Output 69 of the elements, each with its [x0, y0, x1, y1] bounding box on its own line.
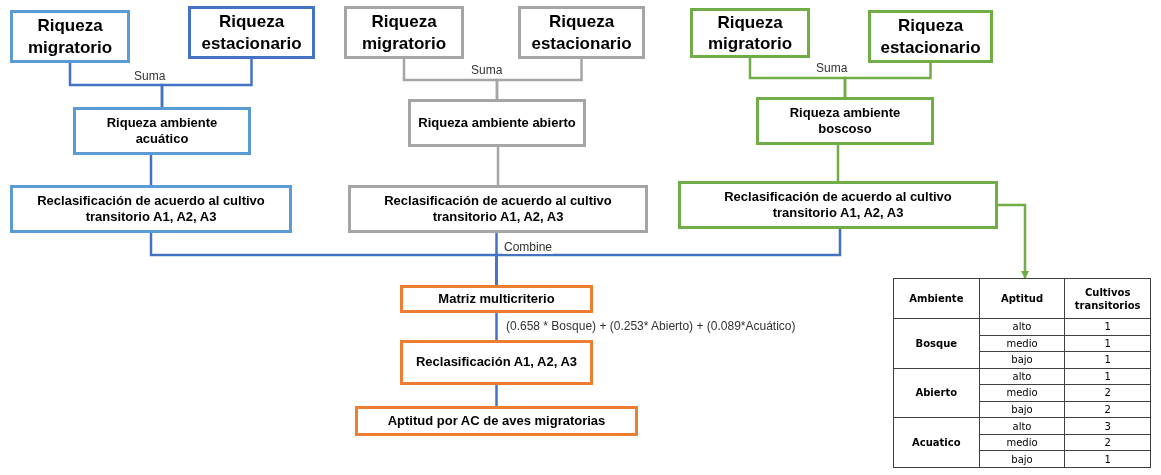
- edge-label: Suma: [133, 69, 167, 83]
- box-label: Riqueza estacionario: [879, 15, 982, 58]
- process-box: [400, 340, 593, 385]
- table-cell: bajo: [979, 401, 1065, 418]
- table-cell: 3: [1064, 417, 1151, 435]
- table-cell: alto: [979, 368, 1065, 385]
- box-label: Riqueza migratorio: [360, 11, 448, 54]
- connector-line: [495, 385, 498, 406]
- table-header-cell: Aptitud: [979, 278, 1065, 319]
- box-label: Riqueza migratorio: [706, 11, 794, 55]
- process-box: [10, 185, 292, 233]
- table-header-cell: Ambiente: [893, 278, 980, 319]
- table-header-cell: Cultivos transitorios: [1064, 278, 1151, 319]
- process-box: [408, 99, 586, 147]
- connector-line: [998, 203, 1029, 279]
- connector-line: [495, 229, 842, 285]
- table-cell: 2: [1064, 434, 1151, 451]
- table-cell: 1: [1064, 450, 1151, 468]
- connector-line: [495, 313, 498, 340]
- table-cell: bajo: [979, 450, 1065, 468]
- table-cell: bajo: [979, 351, 1065, 369]
- box-label: Reclasificación de acuerdo al cultivo transitorio A1, A2, A3: [383, 192, 613, 226]
- table-cell: medio: [979, 434, 1065, 451]
- process-box: [678, 181, 998, 229]
- box-label: Reclasificación A1, A2, A3: [415, 354, 578, 371]
- table-cell: Acuatico: [893, 417, 980, 468]
- edge-label: Suma: [815, 61, 849, 75]
- table-cell: alto: [979, 318, 1065, 336]
- box-label: Riqueza estacionario: [200, 11, 303, 54]
- box-label: Reclasificación de acuerdo al cultivo transitorio A1, A2, A3: [723, 188, 953, 222]
- table-cell: 1: [1064, 335, 1151, 352]
- table-cell: 1: [1064, 351, 1151, 369]
- connector-line: [495, 59, 583, 99]
- process-box: [868, 10, 993, 63]
- edge-label: (0.658 * Bosque) + (0.253* Abierto) + (0.089*Acuático): [505, 319, 797, 333]
- box-label: Riqueza estacionario: [530, 11, 633, 54]
- process-box: [518, 6, 645, 59]
- table-cell: Abierto: [893, 368, 980, 418]
- table-cell: medio: [979, 384, 1065, 402]
- process-box: [690, 8, 810, 58]
- table-cell: alto: [979, 417, 1065, 435]
- process-box: [344, 6, 464, 59]
- box-label: Riqueza ambiente acuático: [105, 114, 219, 148]
- connector-line: [836, 145, 840, 181]
- box-label: Riqueza ambiente abierto: [418, 114, 576, 132]
- box-label: Riqueza migratorio: [26, 15, 114, 58]
- table-cell: Bosque: [893, 318, 980, 369]
- box-label: Reclasificación de acuerdo al cultivo transitorio A1, A2, A3: [36, 192, 266, 226]
- table-cell: 1: [1064, 318, 1151, 336]
- connector-line: [843, 63, 932, 97]
- edge-label: Suma: [470, 63, 504, 77]
- table-cell: 1: [1064, 368, 1151, 385]
- process-box: [348, 185, 648, 233]
- box-label: Aptitud por AC de aves migratorias: [387, 412, 606, 430]
- process-box: [10, 10, 130, 63]
- process-box: [188, 6, 315, 59]
- connector-line: [496, 147, 500, 185]
- table-cell: 2: [1064, 384, 1151, 402]
- process-box: [355, 406, 638, 436]
- process-box: [73, 107, 251, 155]
- box-label: Matriz multicriterio: [438, 290, 555, 308]
- table-cell: medio: [979, 335, 1065, 352]
- process-box: [756, 97, 934, 145]
- box-label: Riqueza ambiente boscoso: [788, 104, 902, 138]
- table-cell: 2: [1064, 401, 1151, 418]
- connector-line: [160, 59, 253, 107]
- connector-line: [149, 155, 153, 185]
- process-box: [400, 285, 593, 313]
- edge-label: Combine: [503, 240, 554, 254]
